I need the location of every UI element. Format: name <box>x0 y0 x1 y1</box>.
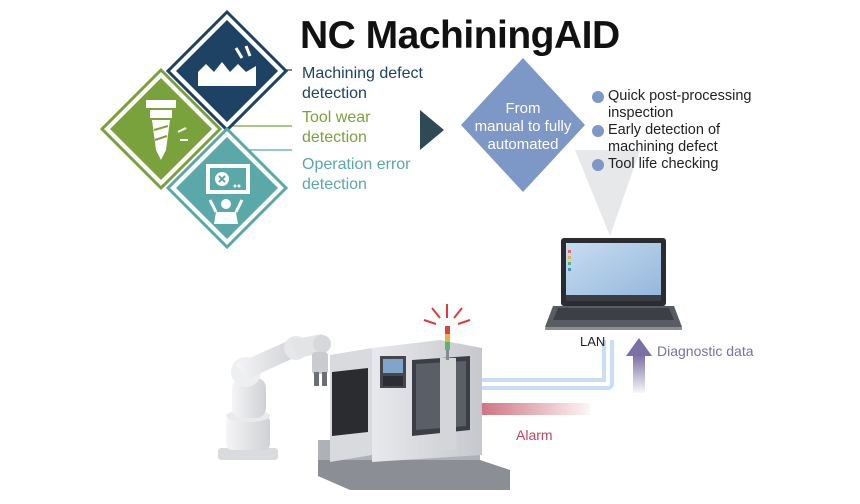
benefit-line: inspection <box>608 105 674 121</box>
callout-pointer <box>575 150 640 236</box>
bullet-dot <box>592 91 604 103</box>
automation-line: automated <box>487 136 559 153</box>
benefit-quick-inspection: Quick post-processing inspection <box>608 88 751 122</box>
laptop-icon <box>545 238 682 330</box>
benefit-line: Quick post-processing <box>608 88 752 104</box>
cnc-machine-icon <box>318 304 510 490</box>
product-title: NC MachiningAID <box>300 14 620 57</box>
feature-line: detection <box>302 176 367 193</box>
feature-operation-error: Operation error detection <box>302 155 411 195</box>
benefit-tool-life: Tool life checking <box>608 156 718 173</box>
alarm-label: Alarm <box>516 427 553 443</box>
flow-arrow-head <box>420 110 444 150</box>
feature-line: detection <box>302 129 367 146</box>
benefit-early-detection: Early detection of machining defect <box>608 122 720 156</box>
workpiece-defect-icon <box>198 45 256 86</box>
feature-line: detection <box>302 85 367 102</box>
drill-tool-icon <box>146 100 188 160</box>
feature-line: Machining defect <box>302 65 423 82</box>
operator-error-icon <box>206 164 250 224</box>
bullet-dot <box>592 125 604 137</box>
diagnostic-data-arrow <box>626 338 652 393</box>
feature-machining-defect: Machining defect detection <box>302 64 423 104</box>
diagnostic-data-label: Diagnostic data <box>657 343 754 359</box>
lan-label: LAN <box>580 334 606 349</box>
feature-tool-wear: Tool wear detection <box>302 108 370 148</box>
feature-line: Tool wear <box>302 109 371 126</box>
benefit-line: machining defect <box>608 139 718 155</box>
operation-error-diamond <box>165 126 289 250</box>
alarm-light-burst <box>423 304 471 325</box>
automation-line: manual to fully <box>474 118 572 135</box>
benefit-line: Early detection of <box>608 122 721 138</box>
benefit-line: Tool life checking <box>608 156 719 172</box>
bullet-dot <box>592 159 604 171</box>
automation-diamond <box>461 58 585 192</box>
automation-diamond-label: From manual to fully automated <box>458 100 588 154</box>
automation-line: From <box>505 100 541 117</box>
tool-wear-diamond <box>99 67 223 191</box>
robot-arm-icon <box>218 334 331 460</box>
feature-line: Operation error <box>302 156 411 173</box>
